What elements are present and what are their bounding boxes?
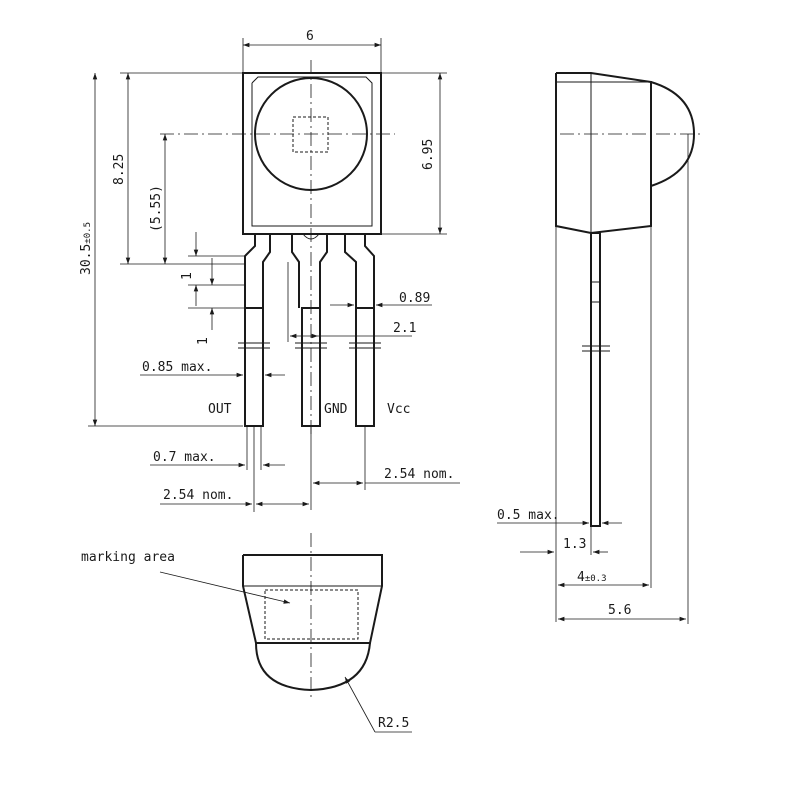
side-view: 0.5 max. 1.3 4±0.3 5.6 bbox=[497, 72, 700, 624]
radius-leader bbox=[344, 676, 376, 733]
marking-area-leader bbox=[159, 571, 291, 604]
front-body-outline bbox=[242, 72, 382, 235]
pin-label-vcc: Vcc bbox=[387, 402, 410, 417]
front-view: OUT GND Vcc 6 6.95 8.25 (5.55) 30.5±0.5 … bbox=[79, 29, 460, 512]
leads bbox=[238, 307, 381, 427]
pin-label-out: OUT bbox=[208, 402, 232, 417]
lead-shoulders bbox=[244, 233, 375, 308]
marking-area-label: marking area bbox=[81, 550, 175, 565]
front-sensor-chip bbox=[292, 116, 329, 153]
dim-pin-step-b-label: 1 bbox=[196, 337, 211, 345]
dim-pitch-right-label: 2.54 nom. bbox=[384, 467, 454, 482]
dim-dist-center-label: 8.25 bbox=[112, 154, 127, 185]
dim-lead-width-max-label: 0.85 max. bbox=[142, 360, 212, 375]
dim-total-length-label: 30.5±0.5 bbox=[79, 222, 94, 275]
dim-side-1-3-label: 1.3 bbox=[563, 537, 586, 552]
pin-label-gnd: GND bbox=[324, 402, 348, 417]
side-body-outline bbox=[555, 72, 652, 235]
dim-pin-offset-label: 2.1 bbox=[393, 321, 416, 336]
dim-pitch-left-label: 2.54 nom. bbox=[163, 488, 233, 503]
dim-width-top-label: 6 bbox=[306, 29, 314, 44]
dim-dist-center-ref-label: (5.55) bbox=[149, 185, 164, 232]
front-body-inner bbox=[251, 76, 373, 227]
lead-out bbox=[244, 307, 264, 427]
dim-height-body-label: 6.95 bbox=[421, 139, 436, 170]
dim-side-lead-max-label: 0.5 max. bbox=[497, 508, 560, 523]
dim-side-4-label: 4±0.3 bbox=[577, 570, 607, 585]
dim-side-total-label: 5.6 bbox=[608, 603, 631, 618]
radius-label: R2.5 bbox=[378, 716, 409, 731]
marking-area bbox=[264, 589, 359, 640]
dim-pin-step-a-label: 1 bbox=[180, 272, 195, 280]
bottom-body-outline bbox=[242, 554, 383, 644]
side-lead bbox=[590, 232, 601, 527]
lead-vcc bbox=[355, 307, 375, 427]
bottom-lens-dome bbox=[255, 642, 371, 692]
dim-pin-width-label: 0.89 bbox=[399, 291, 430, 306]
bottom-view: marking area R2.5 bbox=[81, 533, 412, 733]
dim-lead-thick-max-label: 0.7 max. bbox=[153, 450, 216, 465]
